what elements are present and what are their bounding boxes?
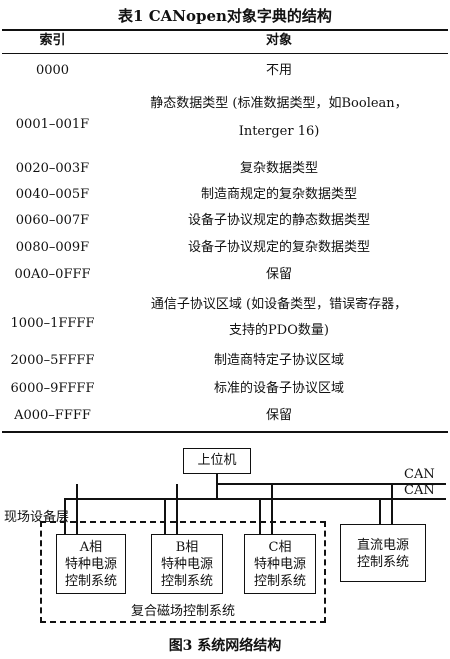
row-index: A000–FFFF (14, 408, 91, 423)
drop-line-b2 (176, 484, 178, 534)
row-index: 0020–003F (15, 161, 90, 176)
table-top-rule (2, 29, 448, 31)
row-index: 0001–001F (15, 117, 90, 132)
row-object: 通信子协议区域 (如设备类型，错误寄存器， (150, 297, 408, 312)
can-bus-label-1: CAN (404, 467, 435, 482)
row-object: 不用 (265, 63, 292, 78)
dc-unit-line1: 直流电源 (356, 538, 409, 553)
dc-power-unit-box: 直流电源 控制系统 (340, 524, 426, 582)
row-index: 0060–007F (15, 213, 90, 228)
unit-c-line3: 控制系统 (253, 574, 306, 589)
header-object: 对象 (265, 33, 292, 48)
table-caption: 表1 CANopen对象字典的结构 (118, 7, 332, 25)
table-bottom-rule (2, 431, 448, 433)
row-object: 制造商规定的复杂数据类型 (200, 187, 357, 202)
drop-line-c (259, 498, 261, 534)
row-object: 制造商特定子协议区域 (213, 353, 344, 368)
unit-b-line3: 控制系统 (160, 574, 213, 589)
row-object: 设备子协议规定的复杂数据类型 (187, 240, 370, 255)
drop-line-dc2 (391, 484, 393, 524)
can-bus-line-1 (216, 483, 446, 485)
composite-control-group (40, 521, 326, 623)
host-bus-link (216, 474, 218, 498)
row-object-continued: Interger 16) (238, 124, 320, 139)
row-object: 保留 (265, 408, 292, 423)
can-bus-label-2: CAN (404, 483, 435, 498)
unit-a-line3: 控制系统 (64, 574, 117, 589)
row-object: 复杂数据类型 (239, 161, 318, 176)
row-index: 6000–9FFFF (10, 381, 95, 396)
row-object: 静态数据类型 (标准数据类型，如Boolean， (150, 96, 408, 111)
row-index: 0000 (35, 63, 70, 78)
row-index: 0080–009F (15, 240, 90, 255)
table-header-rule (2, 53, 448, 54)
figure-caption: 图3 系统网络结构 (168, 638, 282, 654)
row-index: 2000–5FFFF (10, 353, 95, 368)
host-computer-box: 上位机 (183, 448, 251, 474)
row-index: 1000–1FFFF (10, 316, 95, 331)
phase-a-unit-box: A相 特种电源 控制系统 (56, 534, 126, 594)
can-bus-line-2 (64, 498, 446, 500)
network-diagram: 上位机 CAN CAN 现场设备层 A相 特种电源 控制系统 B相 特种电源 控… (0, 440, 450, 632)
unit-a-line2: 特种电源 (64, 557, 117, 572)
group-label: 复合磁场控制系统 (131, 604, 236, 619)
drop-line-a2 (76, 484, 78, 534)
row-object: 设备子协议规定的静态数据类型 (187, 213, 370, 228)
dc-unit-line2: 控制系统 (356, 555, 409, 570)
header-index: 索引 (39, 33, 66, 48)
drop-line-dc (379, 498, 381, 524)
row-object-continued: 支持的PDO数量) (229, 323, 329, 338)
unit-c-line1: C相 (268, 540, 292, 555)
unit-a-line1: A相 (79, 540, 103, 555)
row-object: 标准的设备子协议区域 (213, 381, 344, 396)
row-index: 00A0–0FFF (14, 267, 91, 282)
unit-c-line2: 特种电源 (253, 557, 306, 572)
unit-b-line1: B相 (175, 540, 199, 555)
unit-b-line2: 特种电源 (160, 557, 213, 572)
host-label: 上位机 (197, 453, 237, 468)
drop-line-c2 (271, 484, 273, 534)
phase-c-unit-box: C相 特种电源 控制系统 (244, 534, 316, 594)
row-index: 0040–005F (15, 187, 90, 202)
phase-b-unit-box: B相 特种电源 控制系统 (151, 534, 223, 594)
drop-line-a (64, 498, 66, 534)
drop-line-b (164, 498, 166, 534)
row-object: 保留 (265, 267, 292, 282)
